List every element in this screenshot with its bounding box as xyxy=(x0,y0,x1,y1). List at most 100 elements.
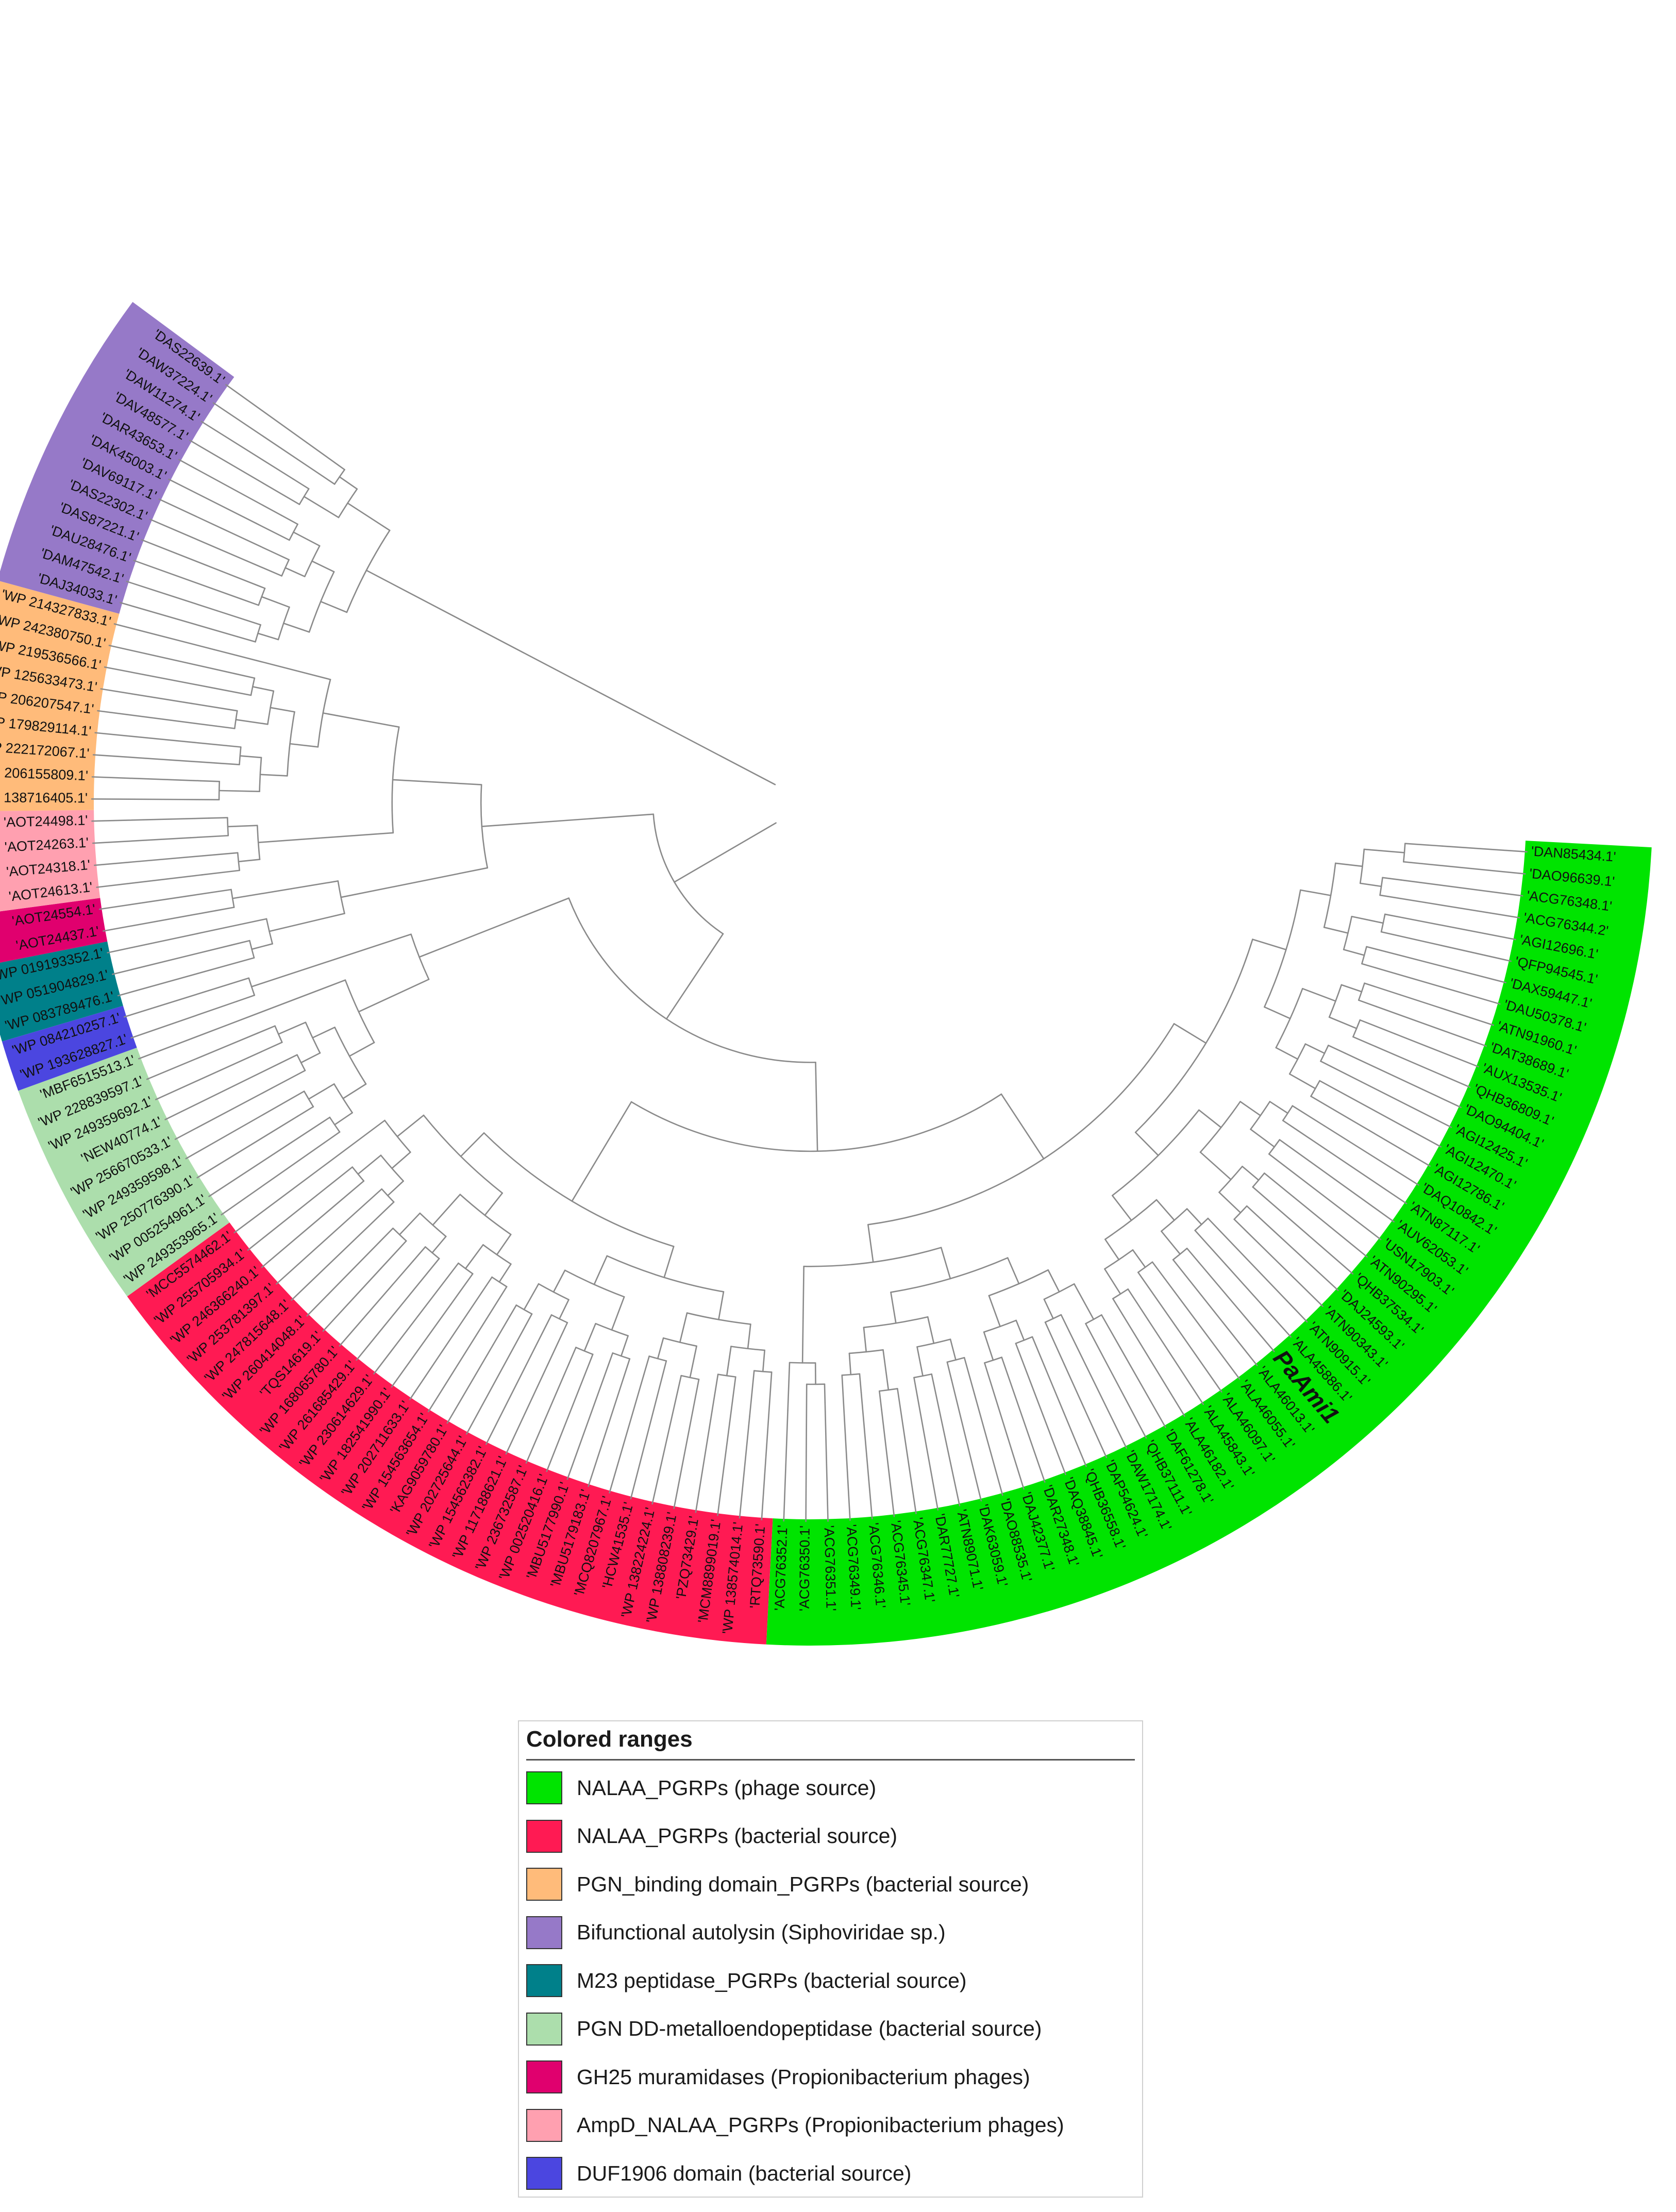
internal-node-arc xyxy=(380,1154,404,1182)
branch xyxy=(418,897,570,958)
branch xyxy=(484,1192,504,1216)
leaf-connector xyxy=(1297,1130,1407,1204)
legend-label: PGN DD-metalloendopeptidase (bacterial s… xyxy=(577,2017,1042,2040)
branch xyxy=(303,496,340,518)
leaf-connector xyxy=(860,1392,873,1520)
legend-swatch xyxy=(526,1868,562,1901)
leaf-connector xyxy=(951,1379,982,1502)
internal-node-arc xyxy=(459,1194,512,1235)
branch xyxy=(913,1377,918,1397)
branch xyxy=(282,623,310,633)
branch xyxy=(1104,1268,1121,1295)
leaf-connector xyxy=(391,1303,452,1388)
internal-node-arc xyxy=(630,1093,1002,1152)
leaf-connector xyxy=(739,1415,750,1519)
tip-label: 'ACG76350.1' xyxy=(797,1526,813,1612)
branch xyxy=(1302,987,1336,1002)
internal-node-arc xyxy=(1323,862,1336,928)
branch xyxy=(749,1370,755,1417)
leaf-connector xyxy=(609,1373,645,1494)
leaf-connector xyxy=(673,1397,696,1510)
branch xyxy=(1384,913,1404,919)
branch xyxy=(357,1154,382,1175)
internal-node-arc xyxy=(538,1283,569,1301)
branch xyxy=(606,1352,614,1371)
leaf-connector xyxy=(141,539,223,573)
leaf-connector xyxy=(1375,1006,1487,1047)
leaf-connector xyxy=(1424,901,1520,918)
internal-node-arc xyxy=(239,746,242,765)
internal-node-arc xyxy=(287,711,295,777)
tip-label: 'ACG76352.1' xyxy=(772,1524,790,1611)
leaf-connector xyxy=(1119,1347,1166,1428)
leaf-connector xyxy=(94,732,196,744)
leaf-connector xyxy=(566,1369,607,1480)
colored-range xyxy=(0,301,234,614)
branch xyxy=(1275,1047,1299,1060)
leaf-connector xyxy=(1266,1198,1354,1275)
branch xyxy=(250,933,412,987)
branch xyxy=(1357,999,1377,1008)
internal-node-arc xyxy=(983,1319,1017,1333)
leaf-connector xyxy=(881,1409,895,1517)
internal-node-arc xyxy=(1043,1283,1075,1300)
branch xyxy=(815,1061,818,1152)
internal-node-arc xyxy=(480,784,489,869)
tree-branches xyxy=(91,384,1528,1522)
branch xyxy=(1335,862,1363,867)
branch xyxy=(221,571,266,589)
internal-node-arc xyxy=(1310,1080,1320,1097)
leaf-connector xyxy=(1007,1374,1046,1483)
leaf-connector xyxy=(276,1219,348,1285)
internal-node-arc xyxy=(344,979,375,1044)
leaf-connector xyxy=(1225,1264,1292,1338)
internal-node-arc xyxy=(867,1023,1175,1226)
leaf-connector xyxy=(1402,917,1516,941)
leaf-connector xyxy=(168,478,257,524)
internal-node-arc xyxy=(258,588,266,606)
branch xyxy=(496,1233,512,1255)
branch xyxy=(498,1263,512,1283)
branch xyxy=(257,632,279,641)
leaf-connector xyxy=(1309,1161,1395,1222)
leaf-connector xyxy=(123,991,206,1018)
branch xyxy=(365,569,776,785)
branch xyxy=(1137,1271,1150,1288)
leaf-connector xyxy=(525,1364,569,1464)
leaf-connector xyxy=(108,645,238,675)
branch xyxy=(379,1201,395,1216)
leaf-connector xyxy=(1121,1314,1185,1417)
internal-node-arc xyxy=(1264,889,1301,1008)
colored-range xyxy=(0,581,120,811)
leaf-connector xyxy=(97,710,217,727)
branch xyxy=(1104,1238,1120,1261)
leaf-connector xyxy=(902,1425,917,1515)
branch xyxy=(1343,949,1365,956)
internal-node-arc xyxy=(1104,1199,1158,1240)
branch xyxy=(280,514,298,525)
branch xyxy=(1269,1101,1288,1114)
leaf-connector xyxy=(322,1268,382,1332)
branch xyxy=(255,522,290,541)
branch xyxy=(271,1069,306,1089)
leaf-connector xyxy=(120,601,239,638)
internal-node-arc xyxy=(296,1054,306,1071)
branch xyxy=(464,1244,484,1269)
internal-node-arc xyxy=(1320,1045,1329,1062)
branch xyxy=(236,673,256,679)
branch xyxy=(324,1131,341,1144)
internal-node-arc xyxy=(1328,984,1343,1018)
legend-item: PGN_binding domain_PGRPs (bacterial sour… xyxy=(526,1864,1029,1904)
legend-item: M23 peptidase_PGRPs (bacterial source) xyxy=(526,1960,967,2001)
leaf-connector xyxy=(1174,1291,1241,1380)
branch xyxy=(1328,1045,1346,1054)
branch xyxy=(308,1083,335,1100)
leaf-connector xyxy=(91,817,210,822)
branch xyxy=(1304,1043,1326,1054)
phylogenetic-tree: 'DAN85434.1''DAO96639.1''ACG76348.1''ACG… xyxy=(0,301,1652,1646)
branch xyxy=(387,1180,404,1197)
leaf-connector xyxy=(824,1402,829,1522)
branch xyxy=(218,790,260,792)
internal-node-arc xyxy=(334,1027,367,1085)
leaf-connector xyxy=(164,1062,281,1120)
